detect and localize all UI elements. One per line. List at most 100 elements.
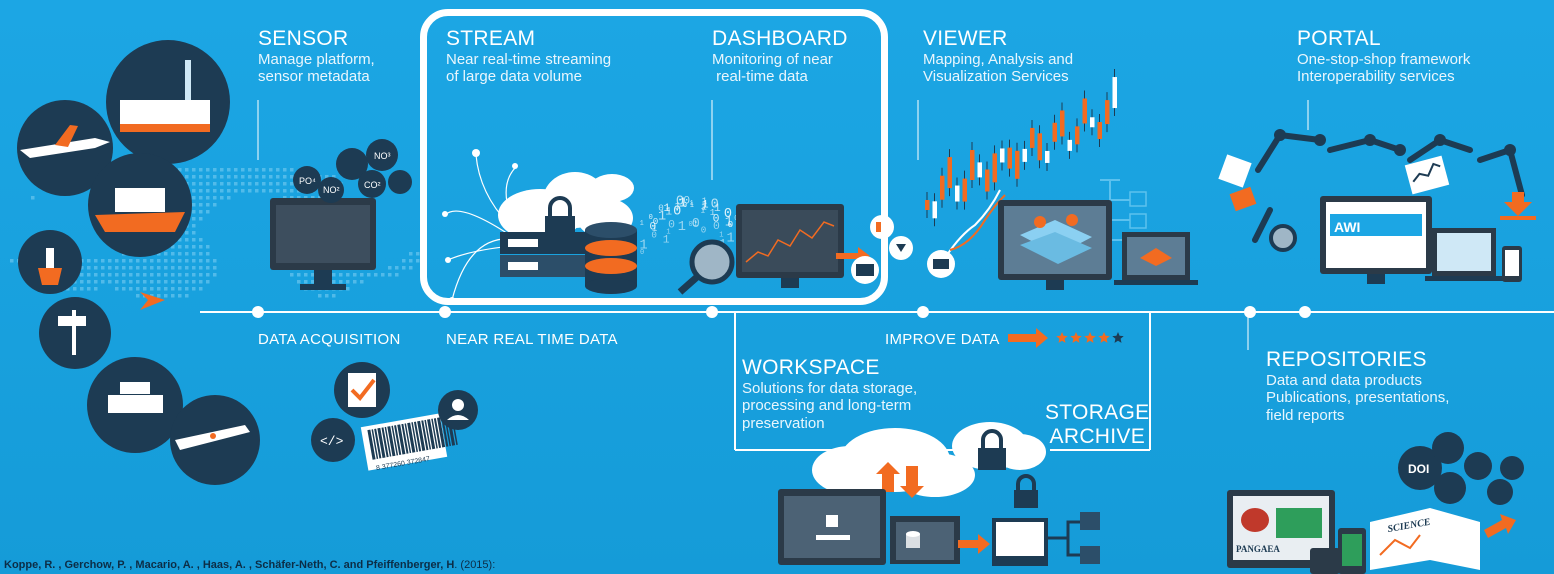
- map-dot: [199, 196, 203, 200]
- storage-archive-label: STORAGE ARCHIVE: [1045, 401, 1149, 449]
- map-dot: [409, 252, 413, 256]
- map-dot: [213, 189, 217, 193]
- binary-digit: 1: [663, 235, 670, 247]
- map-dot: [206, 266, 210, 270]
- barcode-bar: [413, 421, 422, 452]
- map-dot: [101, 266, 105, 270]
- stage-workspace: WORKSPACE Solutions for data storage, pr…: [742, 356, 917, 432]
- barcode-bar: [391, 425, 399, 456]
- viewer-monitor-icon: [998, 200, 1112, 290]
- binary-digit: 0: [713, 214, 720, 226]
- binary-digit: 1: [701, 202, 707, 213]
- map-dot: [192, 280, 196, 284]
- map-dot: [206, 280, 210, 284]
- map-dot: [255, 182, 259, 186]
- candle-body: [940, 175, 945, 200]
- candle-body: [947, 157, 952, 189]
- map-dot: [185, 175, 189, 179]
- barcode-bar: [394, 425, 402, 456]
- map-dot: [157, 280, 161, 284]
- map-dot: [283, 189, 287, 193]
- stage-workspace-desc-3: preservation: [742, 414, 825, 432]
- binary-digit: 1: [678, 220, 686, 235]
- map-dot: [178, 280, 182, 284]
- coring-device-icon: [87, 357, 183, 453]
- research-station-icon: [106, 40, 230, 164]
- stage-repositories-desc-2: Publications, presentations,: [1266, 389, 1450, 407]
- map-dot: [206, 182, 210, 186]
- map-dot: [388, 273, 392, 277]
- map-dot: [192, 245, 196, 249]
- map-dot: [192, 210, 196, 214]
- map-dot: [241, 175, 245, 179]
- map-dot: [395, 266, 399, 270]
- barcode-bar: [411, 422, 418, 452]
- map-dot: [199, 175, 203, 179]
- map-dot: [150, 294, 154, 298]
- citation-year: . (2015):: [454, 559, 496, 571]
- map-dot: [94, 280, 98, 284]
- binary-digit: 0: [713, 221, 720, 233]
- map-dot: [80, 273, 84, 277]
- map-dot: [192, 189, 196, 193]
- portal-laptop-icon: [1425, 228, 1503, 281]
- map-dot: [185, 231, 189, 235]
- map-dot: [199, 245, 203, 249]
- map-dot: [416, 252, 420, 256]
- map-dot: [143, 259, 147, 263]
- map-dot: [199, 287, 203, 291]
- barcode-bar: [441, 416, 449, 447]
- database-icon: [585, 222, 637, 294]
- map-dot: [206, 259, 210, 263]
- map-dot: [262, 189, 266, 193]
- map-dot: [213, 259, 217, 263]
- map-dot: [115, 259, 119, 263]
- binary-digit: 1: [701, 208, 705, 216]
- portal-chart-card-icon: [1404, 155, 1450, 195]
- citation-authors: Koppe, R. , Gerchow, P. , Macario, A. , …: [4, 559, 455, 571]
- map-dot: [171, 259, 175, 263]
- binary-digit: 1: [640, 238, 648, 253]
- candle-body: [1030, 127, 1035, 148]
- chat-icon: [927, 250, 955, 278]
- candle-body: [992, 153, 997, 183]
- map-dot: [199, 259, 203, 263]
- map-dot: [185, 168, 189, 172]
- map-dot: [143, 280, 147, 284]
- doi-label: DOI: [1408, 462, 1429, 476]
- workspace-monitor-icon: [778, 489, 886, 565]
- laptop-icon: [1114, 232, 1198, 285]
- map-dot: [80, 287, 84, 291]
- barcode-bar: [387, 426, 396, 457]
- candle-body: [985, 169, 990, 192]
- map-dot: [101, 259, 105, 263]
- map-dot: [178, 259, 182, 263]
- code-icon: </>: [311, 418, 355, 462]
- candle-body: [1112, 77, 1117, 109]
- map-dot: [325, 175, 329, 179]
- map-dot: [136, 287, 140, 291]
- map-dot: [248, 189, 252, 193]
- map-dot: [115, 266, 119, 270]
- map-dot: [192, 196, 196, 200]
- map-dot: [276, 168, 280, 172]
- rating-star: [1098, 332, 1110, 343]
- map-dot: [136, 280, 140, 284]
- map-dot: [171, 287, 175, 291]
- map-dot: [199, 210, 203, 214]
- map-dot: [248, 175, 252, 179]
- rating-star: [1070, 332, 1082, 343]
- map-dot: [311, 280, 315, 284]
- binary-digit: 1: [727, 231, 735, 246]
- map-dot: [297, 280, 301, 284]
- download-icon: [889, 236, 913, 260]
- workspace-clouds: [812, 422, 1046, 497]
- map-dot: [80, 266, 84, 270]
- barcode-bar: [381, 427, 389, 458]
- candle-body: [970, 150, 975, 181]
- map-dot: [185, 273, 189, 277]
- stage-viewer-title: VIEWER: [923, 27, 1008, 50]
- map-dot: [381, 273, 385, 277]
- binary-digit: 0: [724, 207, 732, 222]
- map-dot: [157, 259, 161, 263]
